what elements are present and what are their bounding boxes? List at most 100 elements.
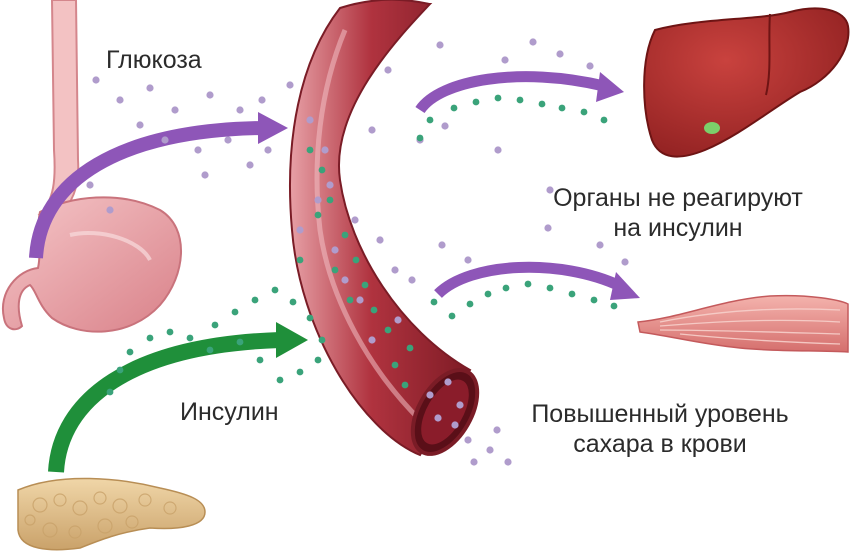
glucose-particle: [456, 401, 464, 409]
organs-label: Органы не реагируют на инсулин: [538, 183, 818, 243]
insulin-particle: [289, 298, 297, 306]
insulin-particle: [558, 104, 566, 112]
glucose-particle: [351, 216, 359, 224]
insulin-particle: [590, 296, 598, 304]
insulin-particle: [306, 314, 314, 322]
insulin-particle: [466, 300, 474, 308]
insulin-particle: [341, 231, 349, 239]
insulin-particle: [524, 280, 532, 288]
insulin-particle: [494, 94, 502, 102]
glucose-particle: [296, 226, 304, 234]
insulin-particle: [370, 306, 378, 314]
glucose-particle: [486, 446, 494, 454]
glucose-particle: [264, 146, 272, 154]
glucose-arrow-to-muscle: [434, 261, 640, 300]
insulin-particle: [318, 336, 326, 344]
insulin-particle: [484, 290, 492, 298]
insulin-particle: [406, 344, 414, 352]
insulin-particle: [271, 286, 279, 294]
insulin-particle: [326, 196, 334, 204]
glucose-particle: [556, 50, 564, 58]
insulin-particle: [600, 116, 608, 124]
insulin-particle: [416, 134, 424, 142]
glucose-particle: [314, 196, 322, 204]
glucose-particle: [444, 378, 452, 386]
glucose-particle: [586, 62, 594, 70]
insulin-particle: [126, 348, 134, 356]
glucose-particle: [341, 276, 349, 284]
insulin-particle: [472, 98, 480, 106]
insulin-particle: [116, 366, 124, 374]
glucose-particle: [224, 136, 232, 144]
insulin-particle: [106, 388, 114, 396]
organs-label-line1: Органы не реагируют: [553, 184, 803, 212]
insulin-particle: [318, 166, 326, 174]
glucose-particle: [136, 121, 144, 129]
insulin-particle: [502, 284, 510, 292]
glucose-particle: [544, 224, 552, 232]
organs-label-line2: на инсулин: [613, 214, 743, 242]
insulin-particle: [361, 281, 369, 289]
glucose-particle: [493, 426, 501, 434]
glucose-particle: [246, 161, 254, 169]
glucose-particle: [236, 106, 244, 114]
glucose-particle: [171, 106, 179, 114]
muscle-icon: [637, 294, 849, 353]
glucose-particle: [326, 181, 334, 189]
insulin-particle: [516, 96, 524, 104]
insulin-particle: [276, 376, 284, 384]
insulin-particle: [211, 321, 219, 329]
glucose-particle: [426, 391, 434, 399]
glucose-label: Глюкоза: [106, 46, 202, 74]
glucose-particle: [391, 266, 399, 274]
glucose-particle: [464, 256, 472, 264]
insulin-label: Инсулин: [180, 398, 279, 426]
insulin-particle: [538, 100, 546, 108]
glucose-particle: [306, 116, 314, 124]
glucose-particle: [258, 96, 266, 104]
insulin-particle: [256, 356, 264, 364]
insulin-particle: [206, 346, 214, 354]
glucose-particle: [394, 316, 402, 324]
glucose-particle: [368, 126, 376, 134]
glucose-particle: [470, 458, 478, 466]
insulin-particle: [296, 368, 304, 376]
glucose-particle: [201, 171, 209, 179]
glucose-particle: [86, 181, 94, 189]
insulin-particle: [236, 338, 244, 346]
insulin-particle: [146, 334, 154, 342]
glucose-particle: [321, 146, 329, 154]
insulin-particle: [546, 284, 554, 292]
insulin-particle: [610, 302, 618, 310]
insulin-particle: [331, 266, 339, 274]
glucose-particle: [621, 258, 629, 266]
blood-vessel-icon: [289, 0, 480, 457]
insulin-arrow-to-vessel: [48, 322, 308, 473]
insulin-particle: [296, 256, 304, 264]
insulin-particle: [314, 211, 322, 219]
insulin-particle: [580, 108, 588, 116]
glucose-particle: [368, 336, 376, 344]
glucose-particle: [116, 96, 124, 104]
glucose-particle: [376, 236, 384, 244]
sugar-label: Повышенный уровень сахара в крови: [500, 399, 820, 459]
insulin-particle: [401, 381, 409, 389]
glucose-particle: [146, 84, 154, 92]
glucose-particle: [596, 241, 604, 249]
insulin-particle: [448, 312, 456, 320]
sugar-label-line2: сахара в крови: [573, 430, 747, 458]
glucose-particle: [384, 66, 392, 74]
insulin-particle: [166, 328, 174, 336]
glucose-particle: [434, 414, 442, 422]
glucose-particle: [546, 186, 554, 194]
glucose-particle: [106, 206, 114, 214]
glucose-arrow-to-vessel: [29, 112, 288, 259]
glucose-particle: [194, 146, 202, 154]
insulin-particle: [186, 334, 194, 342]
glucose-particle: [436, 41, 444, 49]
insulin-particle: [231, 308, 239, 316]
glucose-particle: [501, 56, 509, 64]
glucose-particle: [529, 38, 537, 46]
glucose-arrow-to-liver: [415, 71, 624, 114]
